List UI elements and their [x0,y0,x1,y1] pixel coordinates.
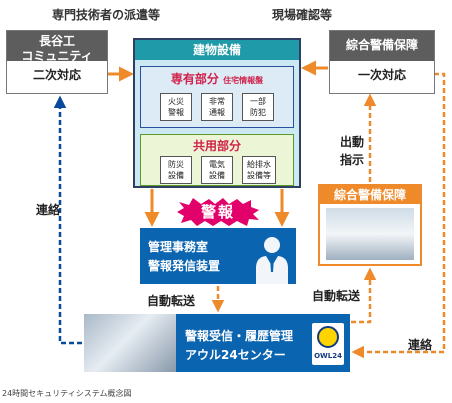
label-auto-transfer-right: 自動転送 [312,289,361,303]
private-item-line2: 通報 [209,108,225,117]
security-top-role: 一次対応 [357,68,406,82]
security-top-title: 綜合警備保障 [330,31,434,61]
private-item-line2: 防犯 [250,108,266,117]
common-item-line1: 防災 [168,160,184,169]
common-item-line2: 設備 [168,171,184,180]
hasetech-header: 長谷工 コミュニティ [7,31,107,63]
private-item-line1: 非常 [209,97,225,106]
private-item-line1: 火災 [168,97,184,106]
owl24-center-box: 警報受信・履歴管理 アウル24センター OWL24 [84,314,350,372]
management-office-box: 管理事務室 警報発信装置 [140,228,296,284]
private-item-line1: 一部 [250,97,266,106]
owl24-logo: OWL24 [312,323,344,365]
common-area-title: 共用部分 [192,139,241,153]
arrow-owl-to-guard [351,267,377,324]
hasetech-role: 二次対応 [32,68,81,82]
owl-line2: アウル24センター [185,348,286,362]
label-contact-left: 連絡 [36,203,61,217]
alarm-burst-shape [177,198,259,226]
label-dispatch-line2: 指示 [340,153,365,167]
arrow-owl-to-hasetech [53,95,82,345]
label-dispatch-experts: 専門技術者の派遣等 [52,8,161,22]
label-site-check: 現場確認等 [272,8,333,22]
private-item-emergency-call: 非常 通報 [201,93,233,121]
common-item-line1: 給排水 [247,160,271,169]
common-item-electric: 電気 設備 [201,156,233,184]
private-area-title: 専有部分 [170,72,219,86]
label-contact-right: 連絡 [408,338,433,352]
hasetech-title-line2: コミュニティ [21,49,93,63]
alarm-burst: 警報 [177,198,259,226]
building-title: 建物設備 [135,40,299,60]
hasetech-community-box: 長谷工 コミュニティ 二次対応 [6,30,108,94]
office-line2: 警報発信装置 [148,259,221,273]
person-silhouette-icon [256,237,288,284]
control-room-photo [326,208,414,260]
private-item-line2: 警報 [168,108,184,117]
security-field-title: 綜合警備保障 [320,186,420,204]
security-field-box: 綜合警備保障 [318,184,422,266]
label-auto-transfer-left: 自動転送 [147,294,196,308]
common-item-line2: 設備 [209,171,225,180]
private-area-subtitle: 住宅情報盤 [223,76,264,85]
common-item-plumbing: 給排水 設備等 [242,156,276,184]
operator-photo [84,314,176,372]
diagram-caption: 24時間セキュリティシステム概念図 [2,389,132,398]
owl-line1: 警報受信・履歴管理 [185,329,294,343]
label-dispatch-line1: 出動 [340,135,365,149]
common-item-line1: 電気 [209,160,225,169]
private-item-crime-prevention: 一部 防犯 [242,93,274,121]
alarm-label: 警報 [200,203,235,221]
owl24-badge-text: OWL24 [314,352,342,360]
arrow-security-contact-right [351,72,446,359]
office-line1: 管理事務室 [148,240,209,254]
common-item-disaster: 防災 設備 [160,156,192,184]
hasetech-title-line1: 長谷工 [38,34,75,48]
owl-icon [317,326,339,348]
security-top-box: 綜合警備保障 一次対応 [329,30,435,94]
private-item-fire-alarm: 火災 警報 [160,93,192,121]
private-area-heading: 専有部分 住宅情報盤 [141,70,293,87]
common-item-line2: 設備等 [247,171,271,180]
